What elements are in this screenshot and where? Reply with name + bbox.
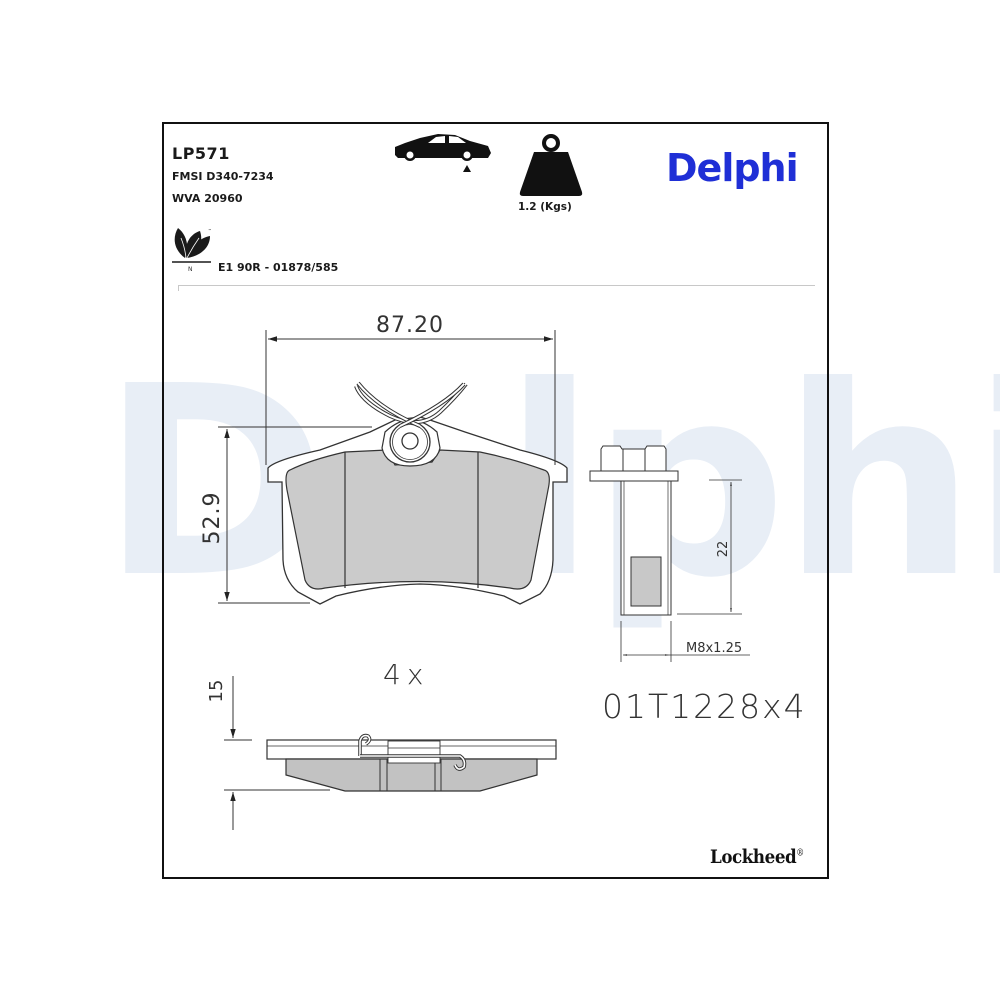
weight-label: 1.2 (Kgs): [518, 201, 572, 213]
pad-thickness-value: 15: [206, 680, 227, 703]
pad-front-view: [267, 381, 568, 605]
lockheed-text: Lockheed: [710, 846, 797, 868]
weight-icon: [519, 134, 583, 196]
pad-thickness-dimension: 15: [206, 676, 330, 830]
bolt-length-dimension: 22: [677, 479, 742, 615]
leaf-eco-icon: N ™: [172, 228, 212, 273]
eco-sub-label: N: [188, 266, 193, 273]
ece-approval: E1 90R - 01878/585: [218, 261, 339, 274]
pad-side-view: [266, 733, 557, 792]
pad-height-dimension: 52.9: [200, 426, 372, 604]
bolt-thread-dimension: M8x1.25: [620, 621, 750, 662]
bolt-thread-value: M8x1.25: [686, 641, 742, 656]
lockheed-logo: Lockheed®: [710, 846, 804, 868]
car-rear-axle-icon: [395, 134, 491, 172]
fmsi-code: FMSI D340-7234: [172, 170, 274, 183]
bolt-length-value: 22: [716, 541, 731, 558]
bolt-part-code: 01T1228x4: [602, 687, 807, 726]
registered-mark: ®: [796, 848, 804, 859]
spec-sheet-frame: [162, 122, 829, 879]
pad-width-value: 87.20: [376, 313, 444, 338]
quantity-label: 4x: [383, 658, 429, 691]
bolt-drawing: [589, 445, 679, 616]
pad-width-dimension: 87.20: [265, 313, 556, 465]
wva-code: WVA 20960: [172, 192, 243, 205]
header-separator: [178, 285, 815, 291]
delphi-logo: Delphi: [666, 146, 799, 190]
eco-tm: ™: [208, 228, 212, 233]
part-number: LP571: [172, 144, 230, 163]
pad-height-value: 52.9: [200, 492, 225, 545]
